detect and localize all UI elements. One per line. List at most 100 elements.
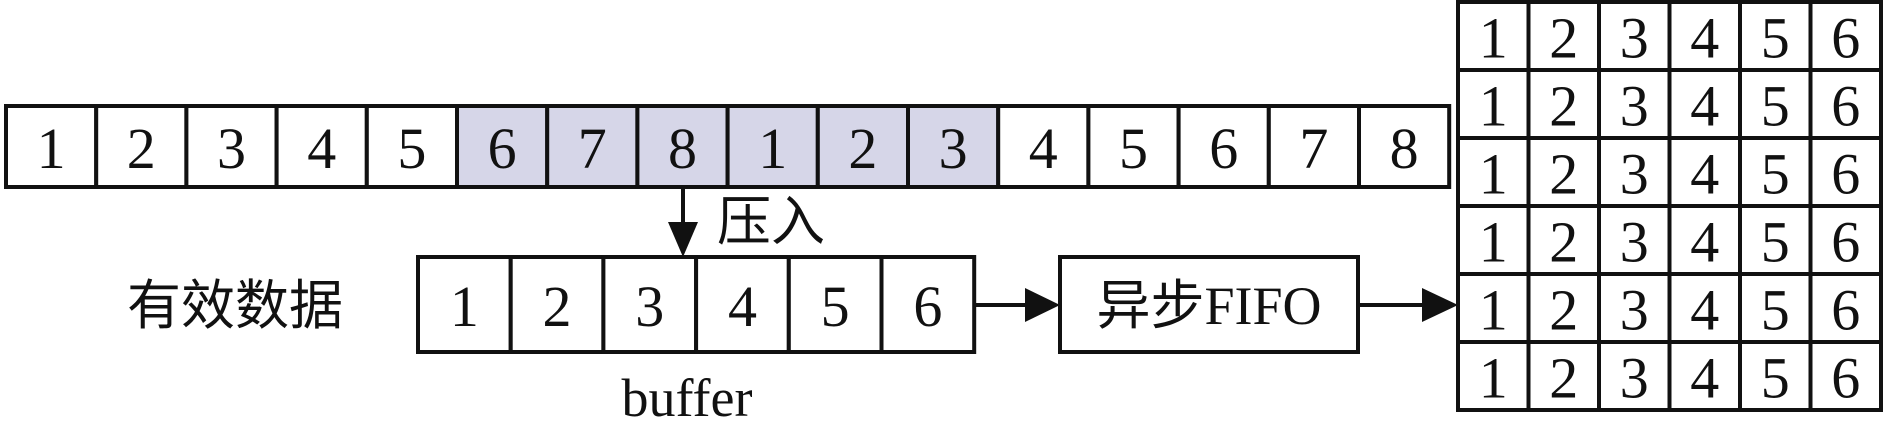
matrix-cell: 3 — [1597, 340, 1672, 412]
matrix-cell: 3 — [1597, 0, 1672, 72]
fifo-to-output-arrow — [1358, 288, 1458, 322]
matrix-cell: 3 — [1597, 204, 1672, 276]
matrix-cell: 6 — [1808, 136, 1883, 208]
cell-value: 6 — [1831, 74, 1860, 139]
matrix-cell: 6 — [1808, 272, 1883, 344]
matrix-cell: 1 — [1456, 68, 1531, 140]
buffer-cell: 6 — [879, 255, 977, 354]
matrix-cell: 5 — [1738, 0, 1813, 72]
async-fifo-box: 异步FIFO — [1058, 255, 1360, 354]
cell-value: 4 — [307, 116, 336, 181]
cell-value: 6 — [1831, 6, 1860, 71]
cell-value: 1 — [758, 116, 787, 181]
cell-value: 2 — [1549, 278, 1578, 343]
matrix-cell: 4 — [1667, 272, 1742, 344]
valid-data-label: 有效数据 — [127, 276, 343, 336]
cell-value: 4 — [728, 274, 757, 339]
matrix-cell: 5 — [1738, 272, 1813, 344]
cell-value: 4 — [1690, 278, 1719, 343]
stream-cell: 7 — [545, 104, 640, 189]
cell-value: 3 — [1620, 6, 1649, 71]
cell-value: 3 — [635, 274, 664, 339]
matrix-cell: 1 — [1456, 204, 1531, 276]
matrix-cell: 5 — [1738, 340, 1813, 412]
cell-value: 3 — [1620, 278, 1649, 343]
cell-value: 5 — [1761, 74, 1790, 139]
matrix-cell: 2 — [1526, 204, 1601, 276]
matrix-cell: 6 — [1808, 204, 1883, 276]
cell-value: 4 — [1690, 346, 1719, 411]
cell-value: 1 — [1479, 278, 1508, 343]
buffer-label: buffer — [622, 368, 753, 422]
cell-value: 5 — [1761, 210, 1790, 275]
matrix-cell: 1 — [1456, 272, 1531, 344]
stream-cell: 7 — [1266, 104, 1362, 189]
cell-value: 5 — [1761, 142, 1790, 207]
matrix-cell: 5 — [1738, 204, 1813, 276]
cell-value: 4 — [1690, 142, 1719, 207]
matrix-cell: 2 — [1526, 136, 1601, 208]
buffer-cell: 1 — [416, 255, 513, 354]
matrix-cell: 4 — [1667, 136, 1742, 208]
stream-cell: 8 — [1357, 104, 1452, 189]
cell-value: 3 — [217, 116, 246, 181]
cell-value: 1 — [1479, 210, 1508, 275]
cell-value: 5 — [1761, 6, 1790, 71]
cell-value: 8 — [668, 116, 697, 181]
matrix-cell: 5 — [1738, 68, 1813, 140]
matrix-cell: 6 — [1808, 0, 1883, 72]
cell-value: 8 — [1390, 116, 1419, 181]
cell-value: 4 — [1029, 116, 1058, 181]
cell-value: 1 — [1479, 346, 1508, 411]
matrix-cell: 6 — [1808, 68, 1883, 140]
cell-value: 4 — [1690, 210, 1719, 275]
cell-value: 2 — [1549, 210, 1578, 275]
cell-value: 1 — [450, 274, 479, 339]
cell-value: 6 — [488, 116, 517, 181]
cell-value: 5 — [397, 116, 426, 181]
cell-value: 3 — [1620, 142, 1649, 207]
matrix-cell: 4 — [1667, 204, 1742, 276]
cell-value: 3 — [1620, 210, 1649, 275]
matrix-cell: 3 — [1597, 272, 1672, 344]
push-label: 压入 — [717, 192, 825, 252]
cell-value: 3 — [1620, 346, 1649, 411]
cell-value: 7 — [1299, 116, 1328, 181]
stream-cell: 3 — [184, 104, 279, 189]
matrix-cell: 3 — [1597, 68, 1672, 140]
cell-value: 2 — [1549, 142, 1578, 207]
buffer-cell: 4 — [694, 255, 791, 354]
cell-value: 1 — [1479, 74, 1508, 139]
cell-value: 6 — [1209, 116, 1238, 181]
stream-cell: 2 — [94, 104, 189, 189]
stream-cell: 5 — [1086, 104, 1181, 189]
matrix-cell: 2 — [1526, 272, 1601, 344]
cell-value: 4 — [1690, 74, 1719, 139]
buffer-to-fifo-arrow — [974, 288, 1060, 322]
matrix-cell: 4 — [1667, 0, 1742, 72]
buffer-cell: 2 — [508, 255, 606, 354]
cell-value: 6 — [1831, 346, 1860, 411]
cell-value: 1 — [1479, 142, 1508, 207]
buffer-cell: 5 — [786, 255, 884, 354]
cell-value: 5 — [1119, 116, 1148, 181]
cell-value: 3 — [939, 116, 968, 181]
stream-cell: 5 — [364, 104, 459, 189]
matrix-cell: 1 — [1456, 0, 1531, 72]
cell-value: 4 — [1690, 6, 1719, 71]
matrix-cell: 1 — [1456, 136, 1531, 208]
cell-value: 2 — [848, 116, 877, 181]
cell-value: 5 — [821, 274, 850, 339]
stream-cell: 6 — [1176, 104, 1271, 189]
cell-value: 2 — [1549, 6, 1578, 71]
cell-value: 2 — [543, 274, 572, 339]
